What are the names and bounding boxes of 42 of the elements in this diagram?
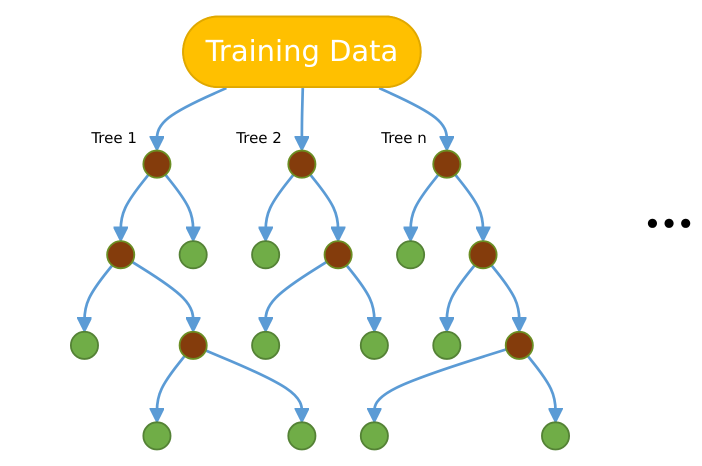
tree-label: Tree n	[381, 128, 427, 147]
node-circle	[287, 421, 316, 450]
node-circle	[70, 330, 99, 360]
node-circle	[360, 421, 389, 450]
node-circle	[396, 240, 426, 270]
arrow	[309, 174, 346, 242]
arrow	[378, 86, 455, 152]
arrow	[258, 260, 328, 332]
arrow	[366, 348, 507, 424]
node-circle	[360, 330, 389, 360]
node-circle	[432, 150, 462, 179]
node-circle	[287, 150, 316, 179]
arrow	[490, 264, 528, 332]
node-circle	[142, 150, 172, 179]
node-circle	[504, 330, 534, 360]
node-circle	[324, 240, 353, 270]
node-circle	[251, 240, 280, 270]
arrow	[438, 264, 476, 332]
tree-label: Tree 2	[236, 128, 282, 147]
node-circle	[541, 421, 570, 450]
arrow	[76, 264, 114, 332]
node-circle	[251, 330, 280, 360]
ellipsis-text: •••	[644, 210, 694, 240]
node-circle	[432, 330, 462, 360]
node-circle	[468, 240, 498, 270]
arrow	[148, 86, 227, 152]
arrow	[526, 355, 564, 424]
arrow	[294, 88, 310, 152]
node-circle	[178, 330, 208, 360]
node-circle	[178, 240, 208, 270]
arrow	[112, 174, 150, 242]
tree-label: Tree 1	[91, 128, 137, 147]
arrow	[454, 174, 492, 242]
arrow	[346, 264, 382, 332]
node-circle	[106, 240, 136, 270]
node-circle	[142, 421, 172, 450]
arrow	[148, 355, 186, 424]
arrow	[132, 260, 202, 332]
arrow	[205, 349, 310, 424]
arrow	[164, 174, 202, 242]
arrow	[258, 174, 294, 242]
arrow	[402, 174, 440, 242]
